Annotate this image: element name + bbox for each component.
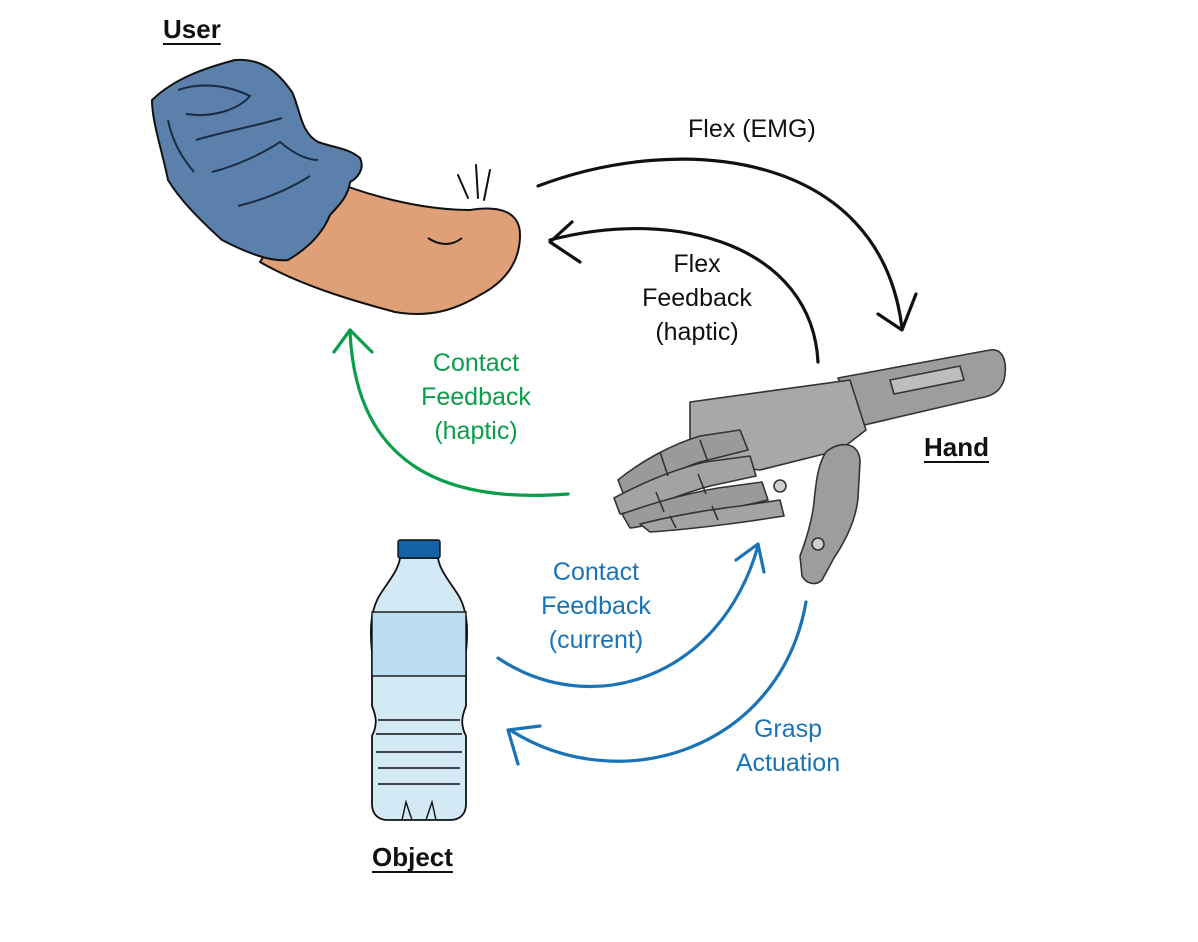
sleeve-fold-2 (195, 117, 283, 141)
arrow-grasp (508, 600, 808, 763)
flex-feedback-line-3: (haptic) (655, 318, 739, 346)
sleeve-fold-3 (211, 140, 319, 173)
contact-current-line-2: Feedback (541, 592, 651, 620)
bottle-feet (401, 799, 437, 821)
finger-joints (655, 439, 719, 529)
water-bottle-icon (370, 539, 468, 821)
flex-feedback-line-2: Feedback (642, 284, 752, 312)
node-hand-label: Hand (924, 432, 989, 462)
sleeve-fold-1 (177, 84, 252, 116)
edge-label-grasp: Grasp Actuation (718, 712, 858, 780)
edge-label-contact-current: Contact Feedback (current) (526, 555, 666, 657)
edge-label-flex-feedback: Flex Feedback (haptic) (632, 247, 762, 349)
node-user-label: User (163, 14, 221, 44)
contact-haptic-line-2: Feedback (421, 383, 531, 411)
arrowhead-flex-emg (876, 292, 918, 332)
edge-label-contact-haptic: Contact Feedback (haptic) (406, 346, 546, 448)
bottle-label (371, 611, 467, 677)
arrow-flex-emg (536, 157, 904, 330)
thumb-joint (811, 537, 825, 551)
bottle-ribs (376, 719, 462, 785)
contact-haptic-line-3: (haptic) (434, 417, 518, 445)
motion-lines (457, 164, 491, 201)
flex-feedback-line-1: Flex (673, 250, 721, 278)
bottle-cap (397, 539, 441, 559)
bottle-body (370, 557, 468, 821)
sleeve-fold-5 (167, 119, 195, 173)
contact-current-line-1: Contact (552, 558, 640, 586)
arrowhead-contact-current (734, 542, 766, 574)
elbow-crease (427, 237, 463, 245)
sleeve (151, 58, 363, 262)
arrow-flex-feedback (548, 227, 820, 364)
arm-icon (151, 58, 521, 315)
edge-label-flex-emg: Flex (EMG) (688, 115, 816, 143)
finger-4 (639, 499, 785, 533)
grasp-line-1: Grasp (753, 715, 823, 743)
node-object-label: Object (372, 842, 453, 872)
arrow-contact-current (496, 544, 760, 689)
hand-thumb (799, 443, 861, 585)
grasp-line-2: Actuation (735, 749, 841, 777)
contact-current-line-3: (current) (548, 626, 644, 654)
robotic-hand-icon (613, 349, 1007, 585)
hand-forearm-panel (889, 365, 965, 395)
contact-haptic-line-1: Contact (432, 349, 520, 377)
sleeve-fold-4 (237, 175, 311, 207)
arrowhead-contact-haptic (332, 328, 374, 354)
palm-joint (773, 479, 787, 493)
arrow-contact-haptic (348, 330, 570, 497)
arrowhead-grasp (506, 724, 542, 766)
arrowhead-flex-feedback (548, 220, 582, 264)
